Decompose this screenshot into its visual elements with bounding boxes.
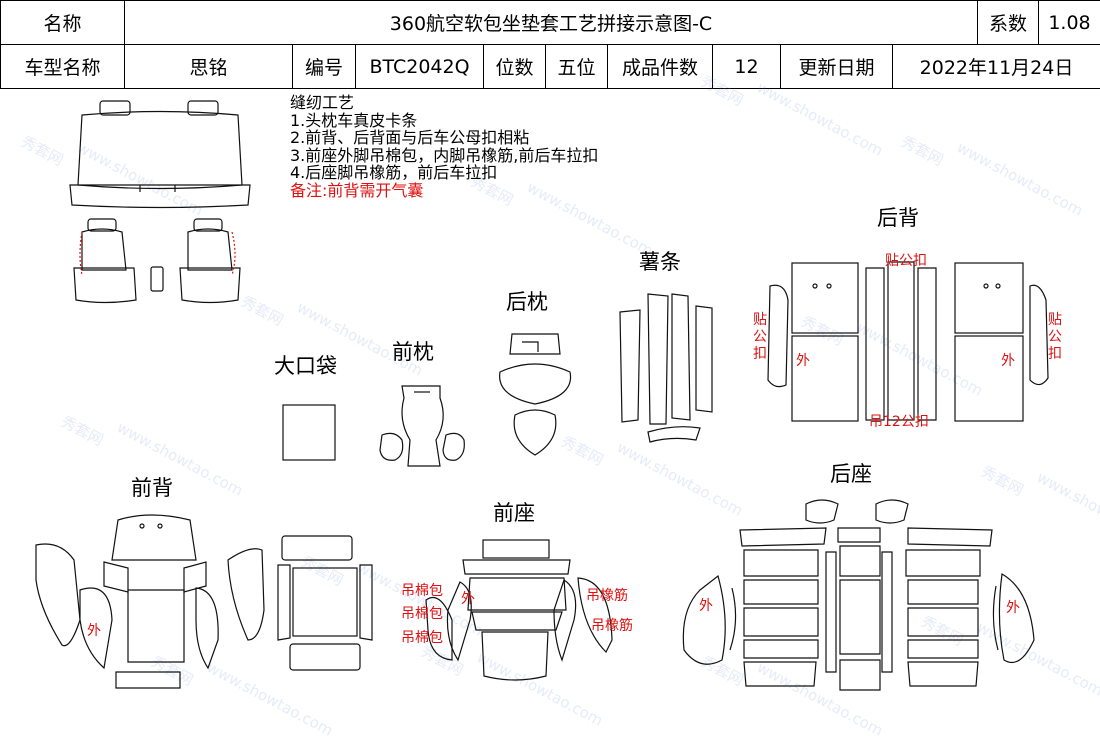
annotation-outer: 外 xyxy=(1001,350,1015,370)
label-big-pocket: 大口袋 xyxy=(274,350,337,380)
rear-back-pieces xyxy=(768,262,1048,421)
annotation-outer: 外 xyxy=(796,350,810,370)
label-rear-back: 后背 xyxy=(877,202,919,232)
sewing-notes: 缝纫工艺 1.头枕车真皮卡条 2.前背、后背面与后车公母扣相粘 3.前座外脚吊棉… xyxy=(290,94,598,199)
annotation-outer: 外 xyxy=(1006,597,1020,617)
rear-bench-overview xyxy=(70,101,250,208)
notes-remark: 备注:前背需开气囊 xyxy=(290,182,598,200)
label-front-seat: 前座 xyxy=(493,497,535,527)
annotation-outer: 外 xyxy=(699,595,713,615)
rear-seat-pieces xyxy=(683,500,1034,690)
annotation-elastic: 吊橡筋 xyxy=(586,585,628,605)
annotation-stick-clip-vertical: 贴公扣 xyxy=(1047,312,1063,363)
rear-headrest-pieces xyxy=(500,334,571,455)
front-headrest-pieces xyxy=(380,386,464,466)
annotation-elastic: 吊橡筋 xyxy=(591,615,633,635)
notes-item: 1.头枕车真皮卡条 xyxy=(290,112,598,130)
annotation-outer: 外 xyxy=(461,588,475,608)
notes-item: 3.前座外脚吊棉包，内脚吊橡筋,前后车拉扣 xyxy=(290,147,598,165)
label-rear-headrest: 后枕 xyxy=(506,286,548,316)
annotation-hang-12-clip: 吊12公扣 xyxy=(869,411,929,431)
front-back-pieces xyxy=(36,515,372,688)
front-seat-pieces xyxy=(426,540,612,680)
big-pocket-piece xyxy=(283,405,335,460)
annotation-cotton-bag: 吊棉包 xyxy=(401,580,443,600)
label-front-headrest: 前枕 xyxy=(392,336,434,366)
label-strip: 薯条 xyxy=(639,246,681,276)
annotation-stick-clip: 贴公扣 xyxy=(885,250,927,270)
front-seats-overview xyxy=(74,219,240,303)
label-front-back: 前背 xyxy=(131,472,173,502)
annotation-cotton-bag: 吊棉包 xyxy=(401,603,443,623)
annotation-cotton-bag: 吊棉包 xyxy=(401,627,443,647)
label-rear-seat: 后座 xyxy=(830,458,872,488)
notes-title: 缝纫工艺 xyxy=(290,94,598,112)
annotation-stick-clip-vertical: 贴公扣 xyxy=(752,312,768,363)
strip-pieces xyxy=(620,294,712,442)
notes-item: 2.前背、后背面与后车公母扣相粘 xyxy=(290,129,598,147)
notes-item: 4.后座脚吊橡筋，前后车拉扣 xyxy=(290,164,598,182)
annotation-outer: 外 xyxy=(87,620,101,640)
